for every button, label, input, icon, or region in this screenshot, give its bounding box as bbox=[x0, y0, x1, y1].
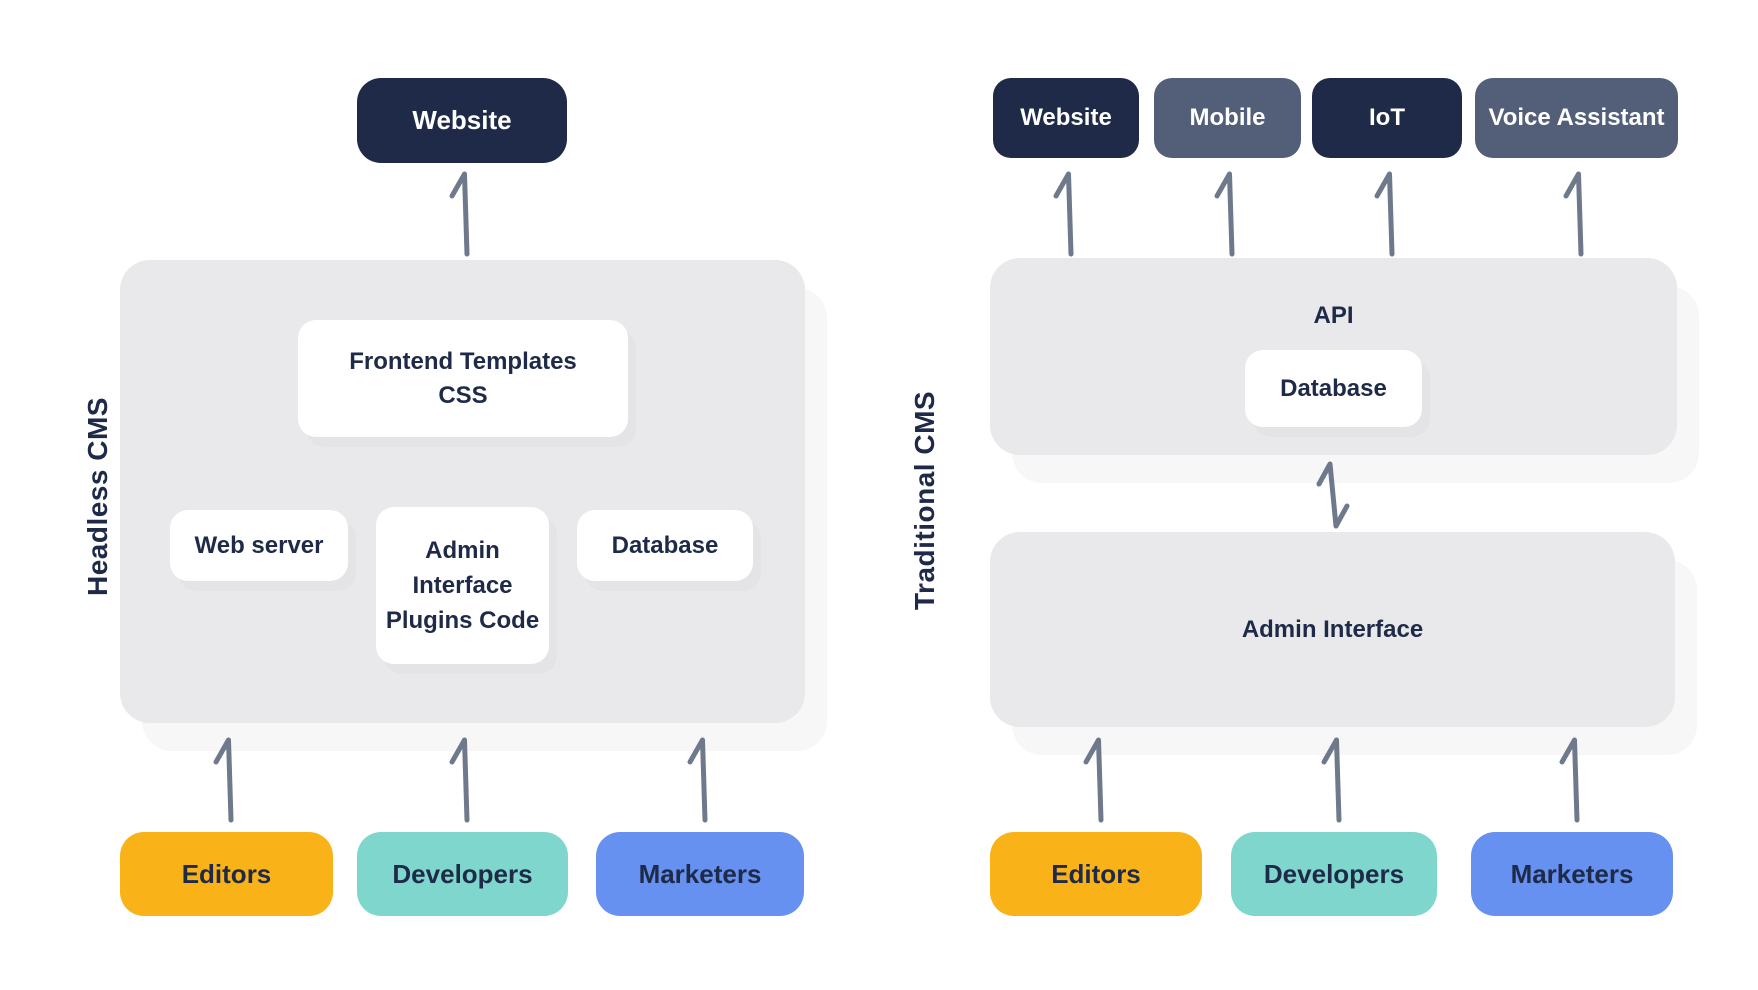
web-server-box: Web server bbox=[170, 510, 348, 581]
traditional-website-node: Website bbox=[993, 78, 1139, 158]
traditional-database-box: Database bbox=[1245, 350, 1422, 427]
up-arrow-traditional-iot-icon bbox=[1374, 171, 1395, 257]
admin-interface-label: Admin Interface bbox=[1241, 615, 1424, 643]
headless-database-box: Database bbox=[577, 510, 753, 581]
api-label: API bbox=[1313, 302, 1354, 329]
up-arrow-traditional-mobile-icon bbox=[1214, 171, 1235, 257]
traditional-website-label: Website bbox=[1020, 103, 1112, 131]
double-arrow-api-admin-icon bbox=[1316, 461, 1350, 529]
traditional-iot-label: IoT bbox=[1369, 103, 1405, 131]
admin-interface-plugins-code-box: Admin Interface Plugins Code bbox=[376, 507, 549, 664]
up-arrow-traditional-website-icon bbox=[1053, 171, 1074, 257]
traditional-admin-panel: Admin Interface bbox=[990, 532, 1675, 727]
traditional-marketers-node: Marketers bbox=[1471, 832, 1673, 916]
traditional-mobile-label: Mobile bbox=[1189, 103, 1266, 131]
up-arrow-traditional-editors-icon bbox=[1083, 737, 1104, 823]
traditional-developers-node: Developers bbox=[1231, 832, 1437, 916]
headless-website-node: Website bbox=[357, 78, 567, 163]
headless-cms-section-label: Headless CMS bbox=[82, 397, 113, 597]
traditional-marketers-label: Marketers bbox=[1510, 858, 1634, 889]
headless-marketers-node: Marketers bbox=[596, 832, 804, 916]
headless-editors-label: Editors bbox=[181, 858, 272, 889]
up-arrow-marketers-icon bbox=[687, 737, 708, 823]
up-arrow-website-icon bbox=[449, 171, 470, 257]
traditional-editors-node: Editors bbox=[990, 832, 1202, 916]
up-arrow-traditional-voice-icon bbox=[1563, 171, 1584, 257]
up-arrow-developers-icon bbox=[449, 737, 470, 823]
headless-developers-label: Developers bbox=[392, 858, 533, 889]
headless-marketers-label: Marketers bbox=[638, 858, 762, 889]
headless-website-label: Website bbox=[412, 105, 512, 136]
up-arrow-traditional-developers-icon bbox=[1321, 737, 1342, 823]
traditional-editors-label: Editors bbox=[1051, 858, 1141, 889]
traditional-mobile-node: Mobile bbox=[1154, 78, 1301, 158]
frontend-templates-css-box: Frontend Templates CSS bbox=[298, 320, 628, 437]
traditional-voice-assistant-label: Voice Assistant bbox=[1488, 103, 1665, 131]
traditional-iot-node: IoT bbox=[1312, 78, 1462, 158]
traditional-developers-label: Developers bbox=[1263, 858, 1405, 889]
up-arrow-editors-icon bbox=[213, 737, 234, 823]
headless-editors-node: Editors bbox=[120, 832, 333, 916]
up-arrow-traditional-marketers-icon bbox=[1559, 737, 1580, 823]
headless-developers-node: Developers bbox=[357, 832, 568, 916]
traditional-cms-section-label: Traditional CMS bbox=[909, 390, 940, 610]
traditional-voice-assistant-node: Voice Assistant bbox=[1475, 78, 1678, 158]
